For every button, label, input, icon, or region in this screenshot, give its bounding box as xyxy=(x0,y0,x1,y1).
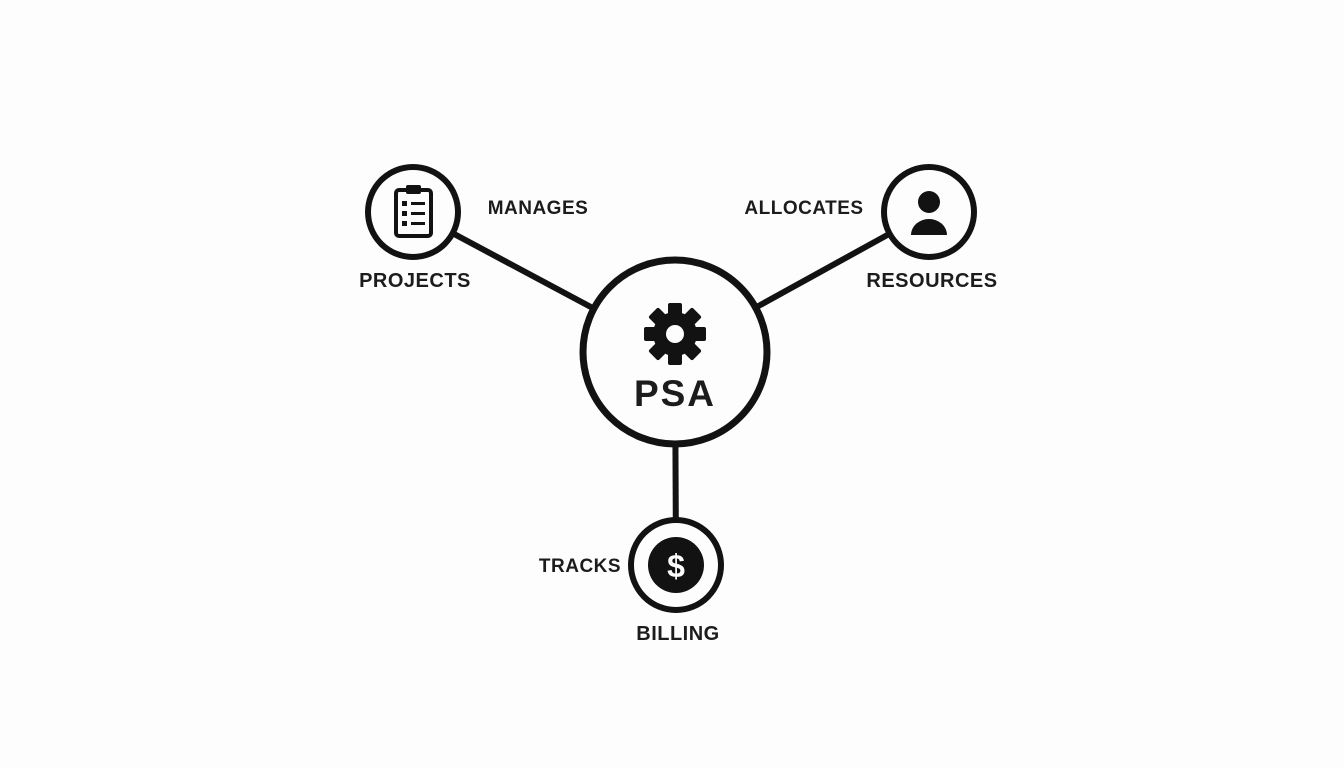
dollar-disc xyxy=(648,537,704,593)
psa-label: PSA xyxy=(634,373,716,414)
edge-label-allocates: ALLOCATES xyxy=(744,198,863,219)
clipboard-check xyxy=(402,201,407,206)
resources-label: RESOURCES xyxy=(866,270,997,292)
person-body xyxy=(911,219,947,235)
dollar-glyph: $ xyxy=(667,548,685,584)
person-head xyxy=(918,191,940,213)
gear-hole xyxy=(666,325,684,343)
billing-label: BILLING xyxy=(636,623,720,645)
projects-label: PROJECTS xyxy=(359,270,471,292)
clipboard-check xyxy=(402,221,407,226)
clipboard-clip xyxy=(406,185,421,194)
dollar-icon: $ xyxy=(648,537,704,593)
edge-label-manages: MANAGES xyxy=(488,198,589,219)
edge-label-tracks: TRACKS xyxy=(539,556,621,577)
gear-icon xyxy=(644,303,706,365)
clipboard-icon xyxy=(394,185,433,238)
person-icon xyxy=(911,191,947,235)
clipboard-check xyxy=(402,211,407,216)
